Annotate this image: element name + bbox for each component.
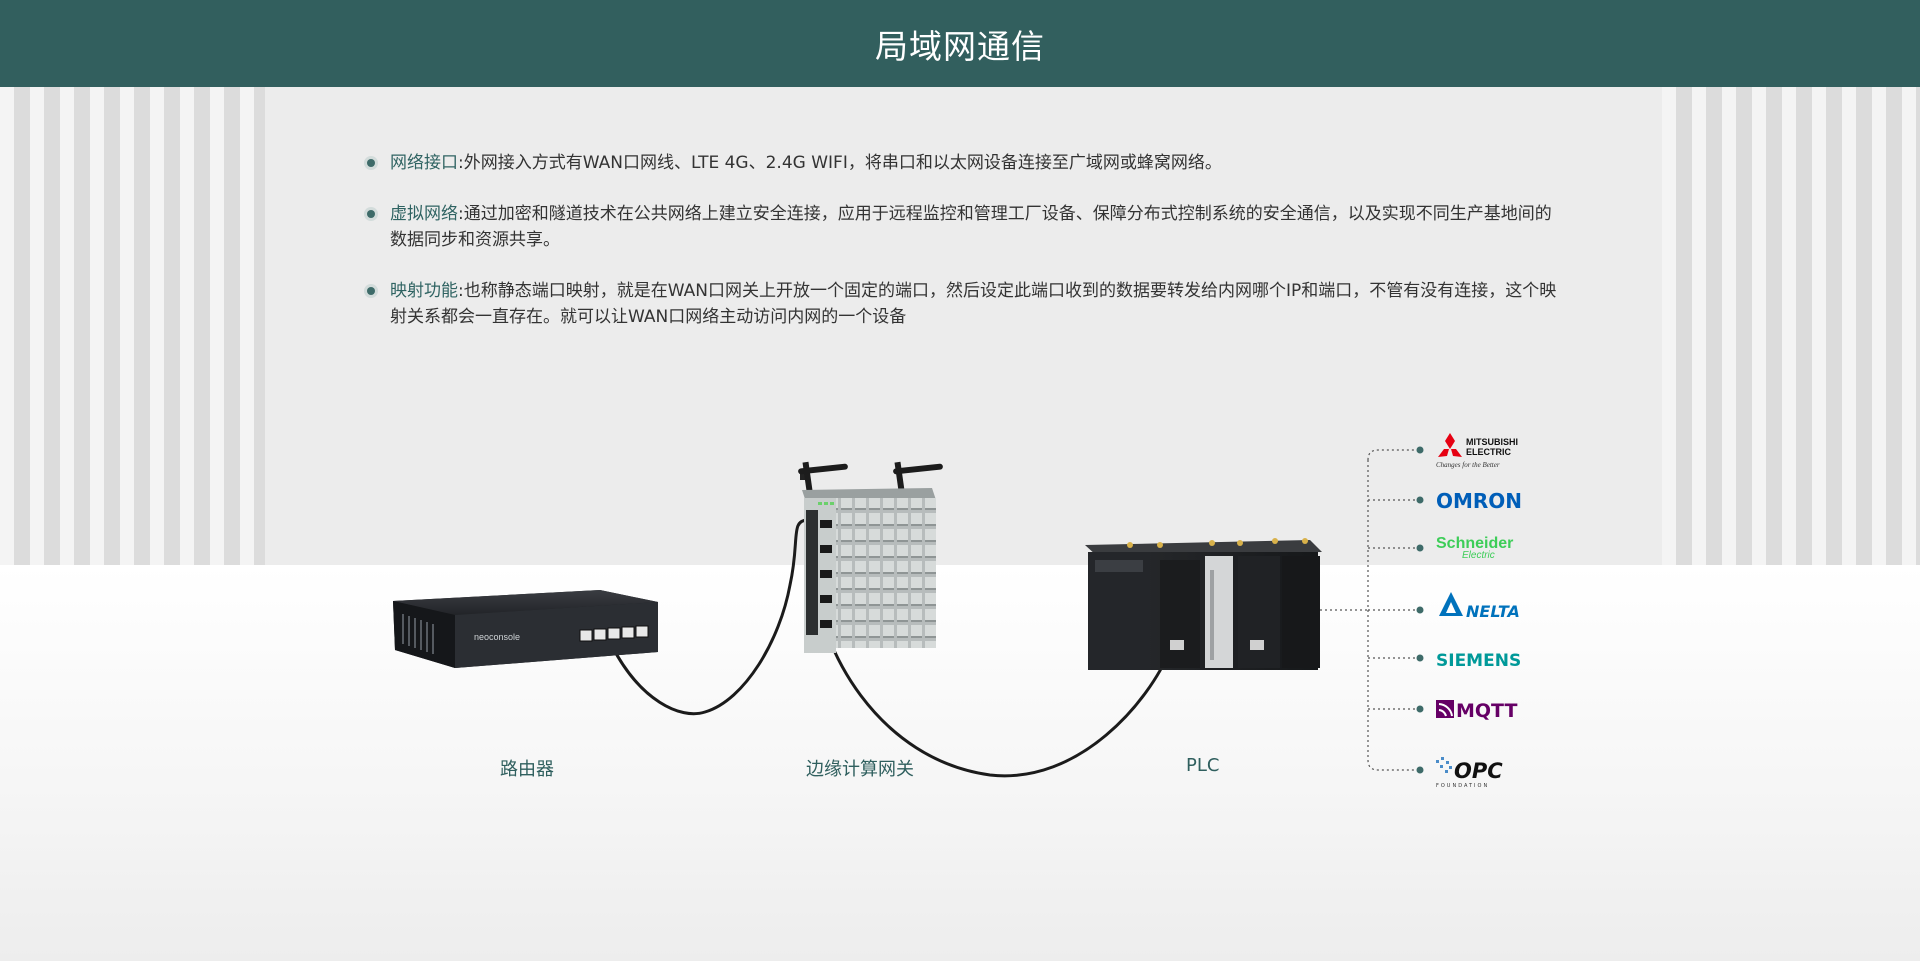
page-title: 局域网通信 [875,26,1045,66]
gateway-image [798,461,943,653]
feature-title: 网络接口 [390,153,458,173]
opc-dots-icon [1436,757,1452,773]
bullet-icon [364,156,378,170]
svg-text:Electric: Electric [1462,550,1495,561]
svg-text:MITSUBISHI: MITSUBISHI [1466,437,1518,447]
svg-text:MQTT: MQTT [1456,700,1517,722]
brand-connector-dots [1416,446,1424,774]
svg-text:Changes for the Better: Changes for the Better [1436,461,1500,469]
mqtt-logo: MQTT [1436,700,1517,722]
feature-port-mapping: 映射功能:也称静态端口映射，就是在WAN口网关上开放一个固定的端口，然后设定此端… [362,278,1562,330]
router-brand-text: neoconsole [474,632,520,642]
omron-logo: OMRON [1436,489,1522,513]
router-image: neoconsole [393,590,658,668]
svg-text:OPC: OPC [1454,759,1503,783]
feature-text: :通过加密和隧道技术在公共网络上建立安全连接，应用于远程监控和管理工厂设备、保障… [390,204,1552,250]
feature-text: :外网接入方式有WAN口网线、LTE 4G、2.4G WIFI，将串口和以太网设… [458,153,1222,173]
svg-text:Schneider: Schneider [1436,535,1513,552]
mqtt-signal-icon [1436,700,1454,718]
siemens-logo: SIEMENS [1436,651,1521,671]
brand-connection-lines [1320,449,1420,771]
delta-logo: NELTA [1439,592,1520,621]
feature-network-interface: 网络接口:外网接入方式有WAN口网线、LTE 4G、2.4G WIFI，将串口和… [362,150,1562,176]
plc-label: PLC [1186,755,1220,776]
right-stripes-decoration [1662,87,1920,565]
feature-title: 虚拟网络 [390,204,458,224]
header-bar: 局域网通信 [0,0,1920,87]
feature-title: 映射功能 [390,281,458,301]
feature-list: 网络接口:外网接入方式有WAN口网线、LTE 4G、2.4G WIFI，将串口和… [362,150,1562,355]
left-stripes-decoration [0,87,265,565]
bullet-icon [364,207,378,221]
opc-logo: OPC FOUNDATION [1436,757,1503,789]
schneider-logo: Schneider Electric [1436,535,1513,561]
plc-image [1085,538,1322,670]
svg-text:FOUNDATION: FOUNDATION [1436,783,1489,789]
gateway-label: 边缘计算网关 [806,759,914,780]
bullet-icon [364,284,378,298]
mitsubishi-diamonds-icon [1438,433,1462,457]
router-label: 路由器 [500,759,554,780]
cable-router-gateway [610,518,809,716]
floor-background [0,565,1920,961]
svg-text:ELECTRIC: ELECTRIC [1466,447,1512,457]
svg-text:NELTA: NELTA [1466,602,1520,621]
feature-virtual-network: 虚拟网络:通过加密和隧道技术在公共网络上建立安全连接，应用于远程监控和管理工厂设… [362,201,1562,253]
feature-text: :也称静态端口映射，就是在WAN口网关上开放一个固定的端口，然后设定此端口收到的… [390,281,1557,327]
mitsubishi-logo: MITSUBISHI ELECTRIC Changes for the Bett… [1436,433,1518,469]
